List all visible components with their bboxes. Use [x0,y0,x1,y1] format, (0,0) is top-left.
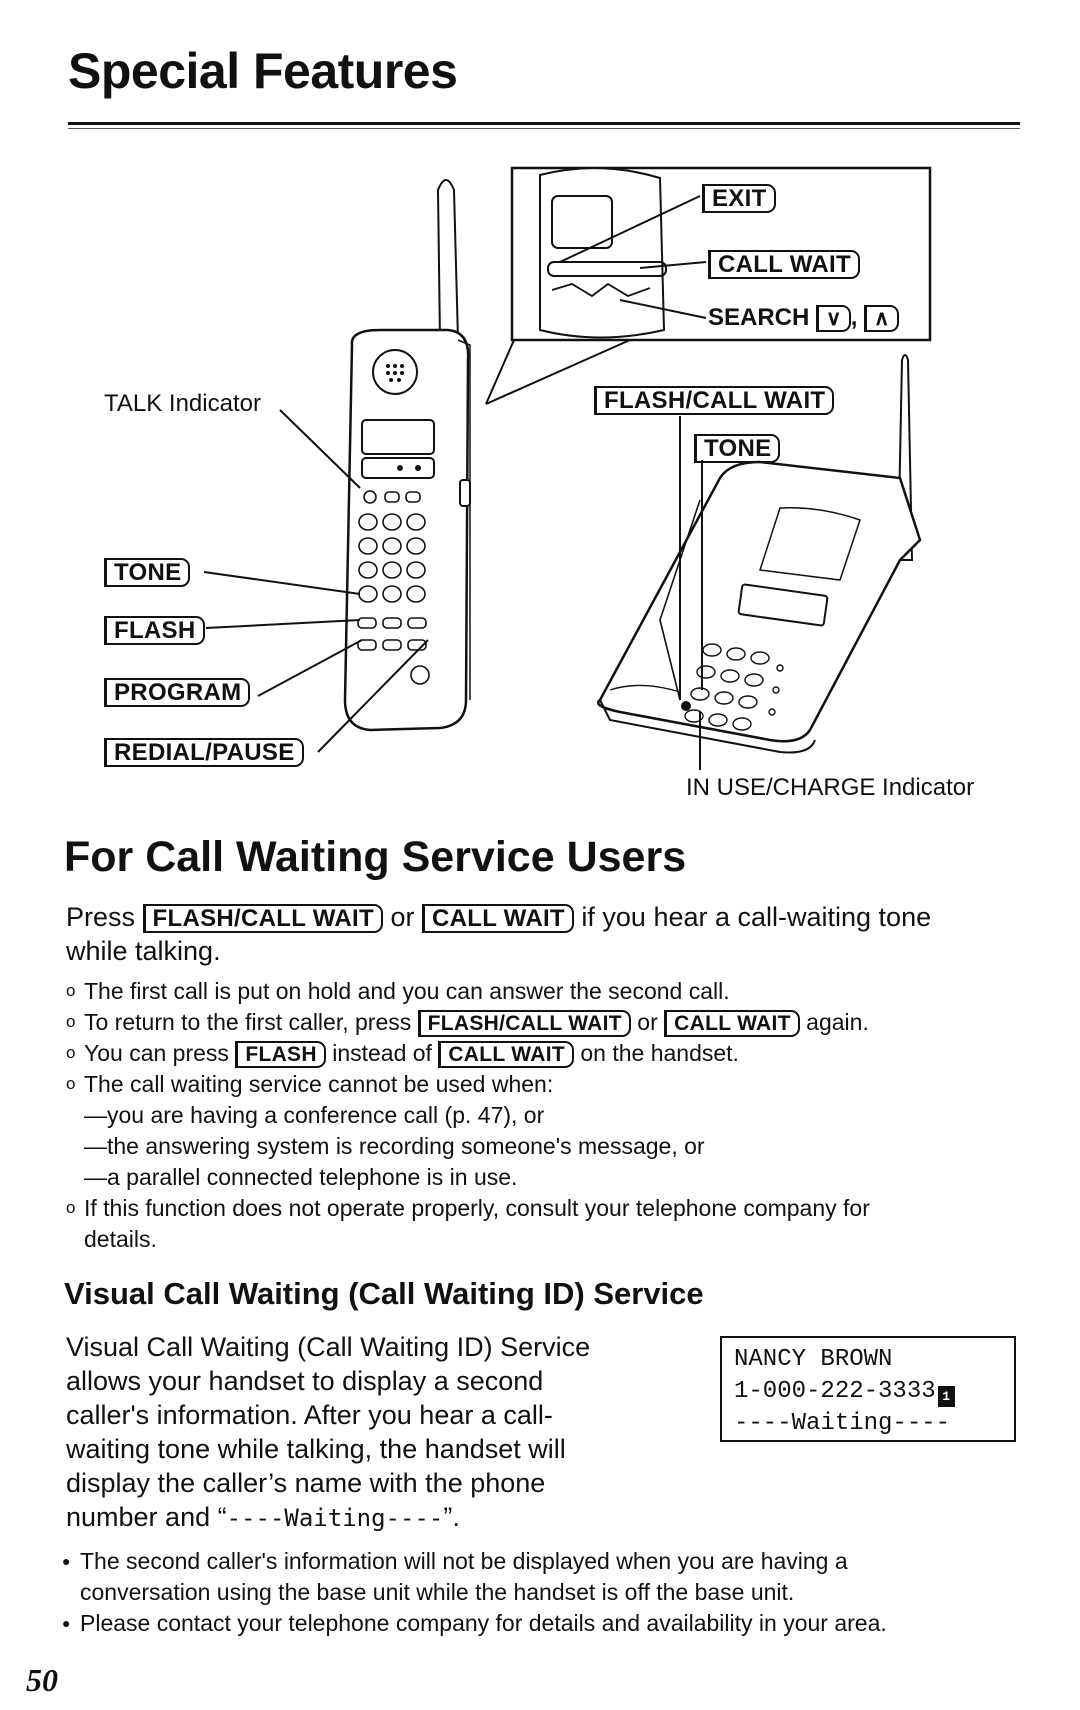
note-return: To return to the first caller, press FLA… [66,1006,1056,1038]
note-hold: The first call is put on hold and you ca… [66,975,1056,1007]
handset-display [361,419,435,455]
handset-program-key: PROGRAM [104,678,251,707]
intro-call-wait-key: CALL WAIT [421,904,574,933]
note-availability: Please contact your telephone company fo… [62,1608,1062,1639]
note-flash: You can press FLASH instead of CALL WAIT… [66,1037,1056,1069]
visual-notes: The second caller's information will not… [62,1546,1062,1639]
display-indicator-icon: 1 [937,1386,955,1407]
call-waiting-heading: For Call Waiting Service Users [64,833,687,881]
handset-body [343,328,470,732]
intro-flash-call-wait-key: FLASH/CALL WAIT [142,904,383,933]
base-unit-body [597,460,922,743]
page-number: 50 [26,1662,58,1698]
in-use-charge-label: IN USE/CHARGE Indicator [686,774,975,801]
title-rule [68,122,1020,125]
note-base-unit: The second caller's information will not… [62,1546,1062,1608]
call-waiting-notes: The first call is put on hold and you ca… [66,975,1056,1255]
visual-call-waiting-paragraph: Visual Call Waiting (Call Waiting ID) Se… [66,1332,591,1532]
search-down-icon: ∨ [816,305,851,332]
page-title: Special Features [68,43,458,99]
search-up-icon: ∧ [864,305,899,332]
handset-antenna [436,179,460,341]
phone-illustration [203,166,932,770]
handset-tone-key: TONE [104,558,191,587]
note-cannot-use: The call waiting service cannot be used … [66,1068,1056,1100]
handset-flash-key: FLASH [104,616,205,645]
inset-box [510,166,932,342]
earpiece [372,349,418,395]
handset-redial-pause-key: REDIAL/PAUSE [104,738,304,767]
dash-conference: —you are having a conference call (p. 47… [84,1102,545,1128]
base-tone-key: TONE [694,434,781,463]
inset-call-wait-key: CALL WAIT [708,250,860,279]
call-waiting-intro: Press FLASH/CALL WAIT or CALL WAIT if yo… [66,902,932,966]
display-waiting: ----Waiting---- [734,1410,951,1437]
note-consult: If this function does not operate proper… [66,1192,1056,1255]
inset-exit-key: EXIT [702,184,776,213]
talk-indicator-label: TALK Indicator [104,390,261,417]
inset-search-label: SEARCH ∨, ∧ [708,304,899,332]
dash-parallel: —a parallel connected telephone is in us… [84,1164,518,1190]
base-flash-call-wait-key: FLASH/CALL WAIT [594,386,835,415]
visual-call-waiting-heading: Visual Call Waiting (Call Waiting ID) Se… [64,1276,704,1311]
dash-recording: —the answering system is recording someo… [84,1133,705,1159]
display-caller-name: NANCY BROWN [734,1346,893,1373]
title-rule-thin [68,128,1020,129]
